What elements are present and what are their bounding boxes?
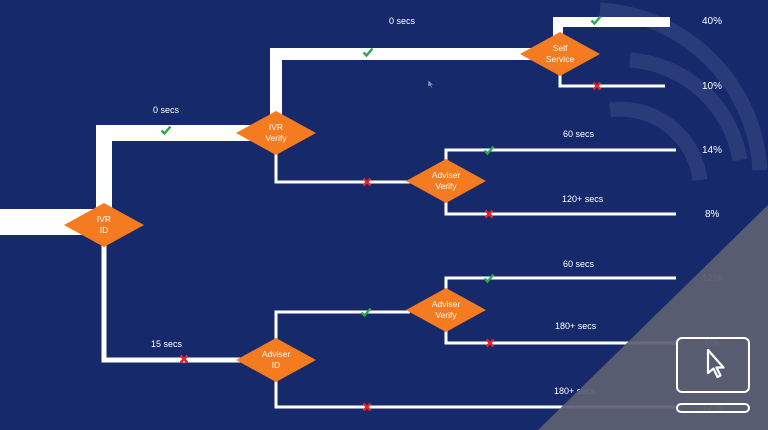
cross-icon: [483, 208, 495, 220]
pointer-icon: [706, 348, 725, 379]
node-self-service-label: Self Service: [545, 43, 575, 64]
check-icon: [483, 272, 495, 284]
time-label-adviser-bottom-pass: 60 secs: [563, 259, 595, 269]
node-adviser-id: Adviser ID: [236, 338, 316, 382]
ivr-verify-to-self-service: [270, 48, 538, 118]
adviser-id-direct-fail-line: [274, 374, 676, 409]
mouse-pointer-icon: [427, 76, 435, 89]
progress-bar: [676, 403, 750, 413]
node-ivr-id: IVR ID: [64, 203, 144, 247]
node-ivr-id-label: IVR ID: [96, 214, 112, 235]
outcome-adviser-top-fail: 8%: [705, 209, 720, 220]
node-ivr-verify: IVR Verify: [236, 111, 316, 155]
background-arcs: [599, 2, 768, 182]
outcome-adviser-bottom-pass: 12%: [702, 273, 723, 284]
time-label-self-service-pass: 0 secs: [389, 16, 416, 26]
time-label-adviser-top-fail: 120+ secs: [562, 194, 604, 204]
time-label-adviser-top-pass: 60 secs: [563, 129, 595, 139]
ivr-id-fail-line: [101, 235, 242, 363]
node-adviser-verify-top: Adviser Verify: [406, 159, 486, 203]
ivr-id-to-ivr-verify: [96, 125, 262, 212]
check-icon: [160, 124, 172, 136]
outcome-adviser-top-pass: 14%: [702, 145, 723, 156]
node-adviser-verify-top-label: Adviser Verify: [431, 170, 461, 191]
node-adviser-verify-bottom: Adviser Verify: [406, 288, 486, 332]
cross-icon: [361, 176, 373, 188]
node-ivr-verify-label: IVR Verify: [265, 122, 287, 143]
time-label-adviser-id-fail: 15 secs: [151, 339, 183, 349]
check-icon: [360, 306, 372, 318]
check-icon: [590, 14, 602, 26]
time-label-adviser-id-direct-fail: 180+ secs: [554, 386, 596, 396]
cross-icon: [591, 80, 603, 92]
node-self-service: Self Service: [520, 32, 600, 76]
outcome-self-service-fail: 10%: [702, 81, 723, 92]
check-icon: [483, 144, 495, 156]
outcome-self-service-pass: 40%: [702, 16, 723, 27]
time-label-ivr-verify-pass: 0 secs: [153, 105, 180, 115]
time-label-adviser-bottom-fail: 180+ secs: [555, 321, 597, 331]
self-service-fail-line: [558, 72, 665, 88]
node-adviser-id-label: Adviser ID: [261, 349, 291, 370]
adviser-id-to-adviser-verify: [274, 310, 410, 346]
cross-icon: [484, 337, 496, 349]
interactive-cursor-button[interactable]: [676, 337, 750, 393]
cross-icon: [178, 353, 190, 365]
check-icon: [362, 46, 374, 58]
node-adviser-verify-bottom-label: Adviser Verify: [431, 299, 461, 320]
cross-icon: [361, 401, 373, 413]
